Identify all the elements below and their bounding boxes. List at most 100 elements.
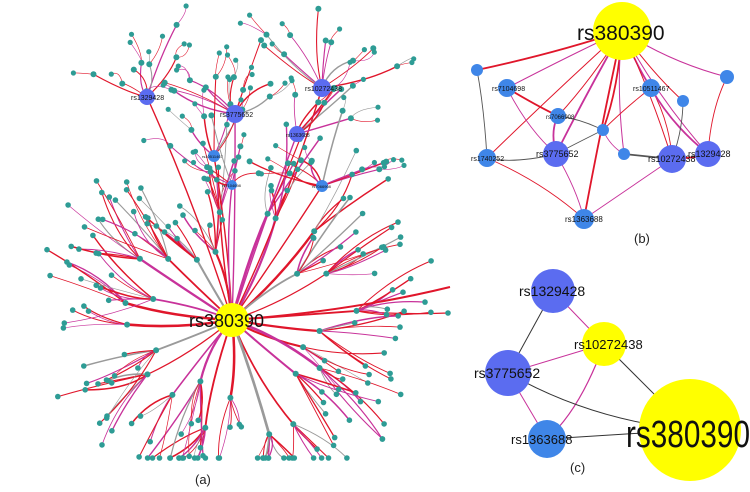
network-edge	[486, 157, 585, 220]
panel-c-label-rs1329428: rs1329428	[519, 283, 585, 299]
network-edge	[159, 394, 173, 459]
leaf-node	[281, 455, 287, 461]
network-edge	[326, 273, 375, 276]
leaf-node	[119, 80, 126, 87]
leaf-node	[138, 185, 144, 191]
panel-a-leaf-nodes	[44, 3, 451, 461]
leaf-node	[292, 91, 299, 98]
leaf-node	[195, 417, 201, 424]
leaf-node	[366, 371, 372, 378]
network-edge	[319, 315, 399, 332]
leaf-node	[224, 52, 231, 58]
leaf-node	[174, 67, 180, 73]
network-edge	[101, 192, 141, 260]
leaf-node	[353, 229, 359, 235]
panel-a-snp-labels: rs1329428 rs3775652 rs10272438 rs1363688…	[131, 86, 342, 189]
panel-a-node-rs1329428	[139, 89, 155, 105]
leaf-node	[233, 57, 239, 63]
network-edge	[296, 238, 315, 274]
leaf-node	[215, 455, 222, 461]
network-edge	[63, 323, 128, 329]
leaf-node	[216, 50, 222, 56]
network-edge	[352, 52, 375, 62]
network-edge	[249, 160, 323, 187]
network-edge	[321, 65, 398, 89]
leaf-node	[371, 270, 378, 277]
leaf-node	[70, 70, 76, 76]
leaf-node	[81, 363, 87, 369]
leaf-node	[319, 389, 325, 395]
leaf-node	[188, 420, 195, 427]
leaf-node	[123, 187, 130, 193]
leaf-node	[279, 21, 285, 27]
network-edge	[49, 275, 126, 304]
leaf-node	[76, 246, 82, 252]
leaf-node	[179, 455, 185, 461]
leaf-node	[90, 232, 96, 239]
leaf-node	[188, 126, 195, 133]
leaf-node	[254, 455, 261, 461]
network-edge	[295, 373, 379, 403]
panel-a-node-rs7104698	[227, 180, 237, 190]
leaf-node	[192, 101, 198, 107]
leaf-node	[201, 113, 208, 120]
leaf-node	[181, 41, 187, 47]
network-edge	[210, 115, 233, 186]
network-edge	[202, 89, 205, 117]
leaf-node	[384, 306, 391, 313]
leaf-node	[397, 391, 404, 398]
leaf-node	[385, 176, 392, 182]
leaf-node	[310, 455, 317, 461]
leaf-node	[130, 66, 137, 73]
network-edge	[101, 374, 148, 446]
leaf-node	[401, 162, 407, 168]
leaf-node	[64, 259, 70, 265]
leaf-node	[428, 309, 434, 316]
network-edge	[267, 137, 321, 215]
leaf-node	[236, 421, 243, 428]
leaf-node	[136, 454, 142, 460]
network-edge	[218, 397, 231, 459]
network-edge	[80, 278, 154, 300]
leaf-node	[392, 335, 399, 342]
leaf-node	[337, 244, 344, 250]
leaf-node	[165, 255, 172, 262]
leaf-node	[144, 220, 150, 227]
leaf-node	[266, 93, 273, 100]
leaf-node	[316, 365, 323, 371]
leaf-node	[144, 371, 151, 378]
leaf-node	[311, 228, 318, 235]
leaf-node	[397, 234, 404, 240]
leaf-node	[428, 258, 434, 264]
panel-b-node-rs1740252	[478, 149, 496, 167]
network-edge	[149, 394, 173, 442]
panel-b-node-small-1	[471, 64, 483, 76]
leaf-node	[387, 370, 393, 377]
leaf-node	[132, 230, 138, 237]
network-edge	[107, 373, 148, 382]
panel-b-label-rs10272438: rs10272438	[648, 154, 696, 164]
leaf-node	[335, 368, 342, 375]
leaf-node	[183, 3, 189, 9]
panel-a-label-rs10272438: rs10272438	[305, 86, 342, 93]
leaf-node	[215, 164, 222, 171]
leaf-node	[374, 117, 381, 123]
network-edge	[313, 150, 357, 232]
network-edge	[240, 22, 267, 35]
network-edge	[476, 69, 488, 159]
leaf-node	[201, 87, 207, 93]
network-edge	[231, 87, 323, 321]
network-edge	[321, 47, 374, 89]
network-edge	[140, 394, 173, 417]
network-edge	[146, 96, 233, 321]
leaf-node	[302, 144, 308, 151]
panel-a-node-rs1363688	[289, 126, 305, 142]
leaf-node	[186, 42, 192, 48]
leaf-node	[201, 175, 207, 182]
leaf-node	[286, 455, 292, 461]
network-edge	[291, 424, 295, 459]
leaf-node	[99, 216, 106, 223]
leaf-node	[288, 75, 294, 81]
leaf-node	[382, 247, 389, 253]
network-edge	[274, 124, 288, 219]
